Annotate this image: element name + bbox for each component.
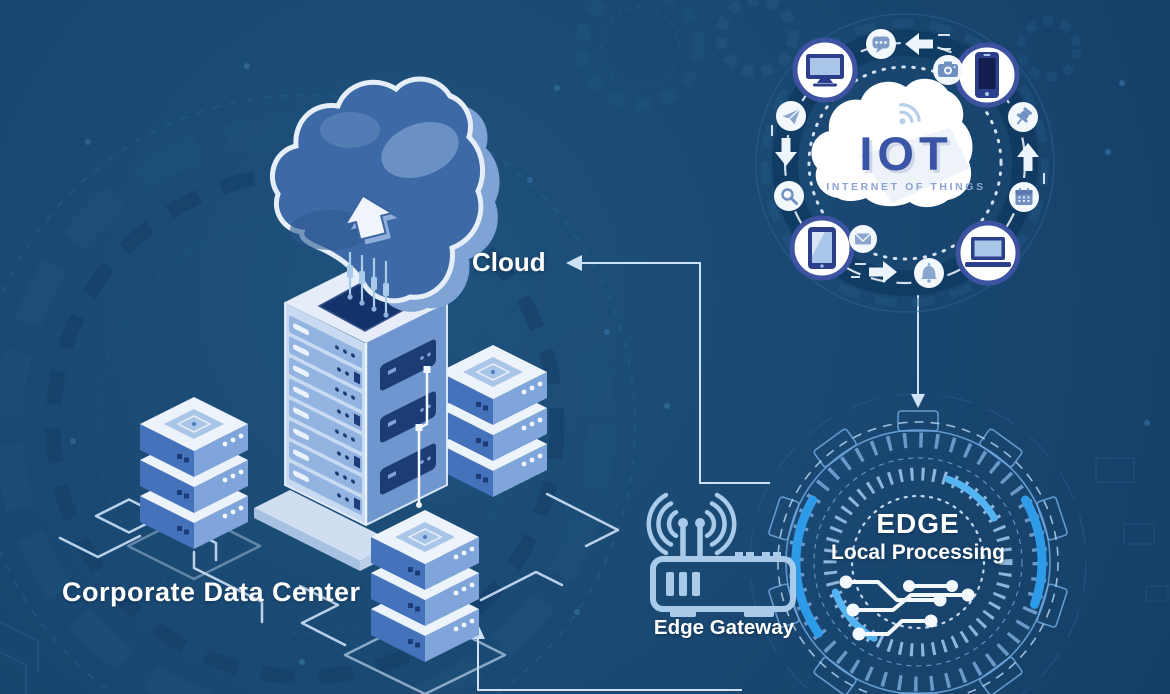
monitor-icon: [806, 54, 844, 87]
pushpin-icon: [1016, 107, 1032, 125]
iot-circle-illustration: [755, 13, 1055, 313]
iot-device-paper-plane: [776, 101, 806, 131]
iot-device-chat: [866, 29, 896, 59]
server-stack-bottom: [371, 510, 479, 662]
upload-arrow-icon: [343, 194, 398, 245]
iot-subtitle: INTERNET OF THINGS: [826, 181, 986, 193]
iot-device-smartphone: [954, 42, 1020, 108]
cloud-cables: [347, 252, 389, 318]
tower-side-face: [366, 302, 447, 525]
data-flow-arrows: [775, 33, 1039, 283]
arrowhead-down-icon: [911, 394, 925, 408]
connection-edge-to-cloud: [566, 255, 770, 484]
edge-gateway-illustration: [646, 492, 796, 617]
iot-device-envelope: [849, 225, 877, 253]
edge-gateway-label: Edge Gateway: [653, 616, 795, 639]
iot-device-pushpin: [1008, 102, 1038, 132]
arrowhead-left-icon: [566, 255, 582, 271]
data-center-label: Corporate Data Center: [62, 577, 361, 607]
gear-bright-arcs: [791, 495, 1047, 638]
wifi-icon: [899, 103, 921, 125]
magnifier-icon: [781, 188, 798, 205]
iot-cloud: [811, 78, 973, 208]
tablet-icon: [808, 227, 836, 269]
iot-device-tablet: [789, 215, 855, 281]
arrow-down-icon: [775, 138, 797, 166]
iot-device-magnifier: [774, 181, 804, 211]
smartphone-icon: [975, 52, 999, 98]
arrow-left-icon: [905, 33, 933, 55]
envelope-icon: [854, 232, 872, 245]
iot-title: IOT: [859, 127, 953, 180]
wifi-waves-icon: [646, 492, 737, 556]
tower-front-face: [285, 303, 366, 526]
iot-device-monitor: [792, 37, 858, 103]
cloud-label: Cloud: [472, 247, 546, 277]
iot-device-camera: [933, 55, 963, 85]
paper-plane-icon: [782, 108, 801, 125]
iot-device-bell: [914, 258, 944, 288]
edge-title: EDGE: [876, 508, 960, 539]
edge-subtitle: Local Processing: [831, 541, 1005, 564]
cloud-illustration: [269, 76, 500, 312]
arrow-up-icon: [1017, 143, 1039, 171]
gear-teeth: [768, 410, 1068, 694]
bell-icon: [921, 263, 937, 283]
server-stack-left: [140, 397, 248, 549]
iot-device-laptop: [955, 220, 1021, 286]
patch-cable: [415, 366, 431, 508]
server-stack-right: [439, 345, 547, 497]
wifi-router-icon: [646, 492, 796, 617]
camera-icon: [938, 61, 958, 77]
circuit-board-icon: [839, 575, 975, 641]
arrow-right-icon: [869, 261, 897, 283]
laptop-icon: [965, 237, 1011, 267]
chat-bubble-icon: [872, 36, 890, 53]
iot-device-calendar: [1009, 182, 1039, 212]
calendar-icon: [1015, 188, 1033, 205]
